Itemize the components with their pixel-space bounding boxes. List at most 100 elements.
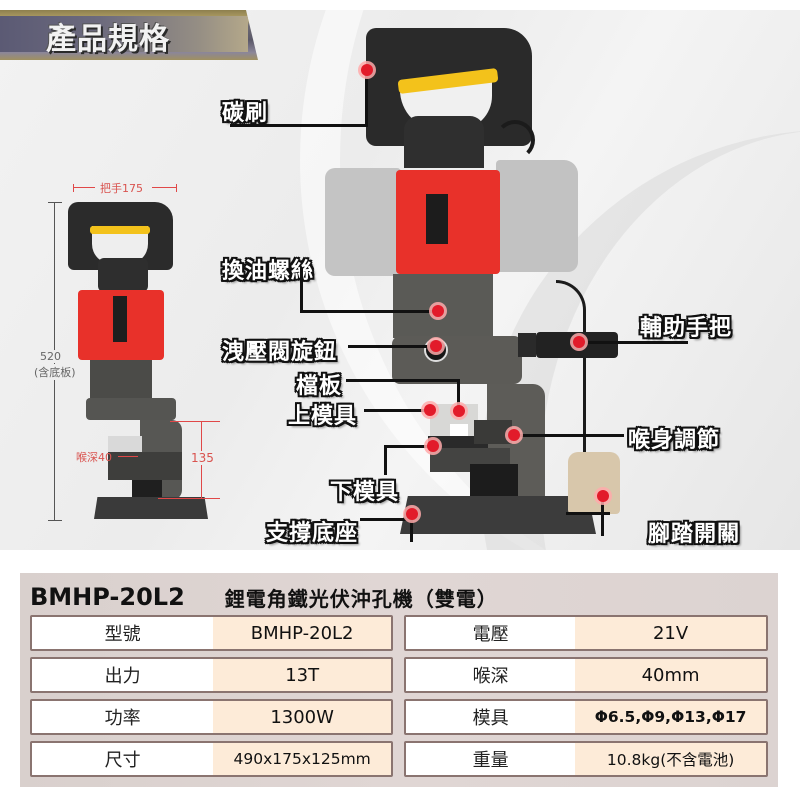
small-die-block [108,436,142,452]
callout-throat-adjust: 喉身調節 [628,428,721,453]
spec-product-name: 鋰電角鐵光伏沖孔機（雙電） [224,586,498,611]
callout-line [300,310,438,313]
callout-dot [432,305,444,317]
spec-value: 10.8kg(不含電池) [575,743,766,775]
callout-line [365,70,368,127]
height-note: (含底板) [34,364,76,380]
spec-row: 電壓 21V [404,615,768,651]
callout-support-base: 支撐底座 [266,521,359,546]
main-motor-label [426,194,448,244]
dimension-tick [158,498,220,499]
callout-upper-die: 上模具 [288,404,358,429]
spec-row: 尺寸 490x175x125mm [30,741,393,777]
spec-label: 模具 [406,701,576,733]
spec-row: 重量 10.8kg(不含電池) [404,741,768,777]
callout-relief-valve: 洩壓閥旋鈕 [222,340,338,365]
throat-depth-label: 喉深40 [76,451,112,464]
callout-dot [424,404,436,416]
callout-line [230,124,368,127]
spec-value: 490x175x125mm [213,743,391,775]
callout-line [360,518,406,521]
spec-heading: BMHP-20L2 鋰電角鐵光伏沖孔機（雙電） [30,580,498,614]
throat-adjust-block [474,420,512,444]
spec-label: 喉深 [406,659,576,691]
callout-line [601,496,604,536]
small-column [132,480,162,498]
handle-width-label: 把手175 [100,182,143,195]
battery-right [496,160,578,272]
foot-switch-cable [556,280,586,470]
callout-line [300,268,303,312]
dimension-tick [170,421,220,422]
main-motor-cap [404,116,484,168]
callout-line [384,445,387,475]
small-motor-label [113,296,127,342]
callout-dot [406,508,418,520]
callout-lower-die: 下模具 [330,480,400,505]
callout-oil-screw: 換油螺絲 [222,259,315,284]
title-banner [0,10,258,60]
spec-model: BMHP-20L2 [30,583,185,611]
small-motor-top [98,258,148,292]
throat-height-label: 135 [190,451,215,465]
callout-aux-handle: 輔助手把 [640,316,733,341]
spec-label: 功率 [32,701,214,733]
battery-left [325,168,401,276]
callout-dot [508,429,520,441]
callout-dot [361,64,373,76]
spec-value: 40mm [575,659,766,691]
spec-label: 型號 [32,617,214,649]
power-cable [495,120,535,160]
callout-line [348,345,436,348]
spec-row: 功率 1300W [30,699,393,735]
spec-value: 13T [213,659,391,691]
aux-handle-collar [518,333,536,357]
spec-label: 出力 [32,659,214,691]
lower-die [428,436,488,448]
spec-value: BMHP-20L2 [213,617,391,649]
spec-row: 喉深 40mm [404,657,768,693]
page-title: 產品規格 [46,22,170,57]
dimension-tick [176,184,177,192]
spec-label: 電壓 [406,617,576,649]
callout-carbon-brush: 碳刷 [222,101,269,126]
callout-dot [427,440,439,452]
dimension-tick [48,520,62,521]
callout-line [364,409,426,412]
spec-row: 模具 Φ6.5,Φ9,Φ13,Φ17 [404,699,768,735]
small-cylinder [90,360,152,398]
spec-row: 出力 13T [30,657,393,693]
small-handle-grip [90,226,150,234]
dimension-line [118,456,138,457]
foot-switch [568,452,620,514]
callout-dot [597,490,609,502]
main-motor-housing [396,170,500,274]
small-base-plate [94,497,208,519]
title-banner-inner [0,16,248,52]
dimension-line [73,187,95,188]
callout-line [346,379,460,382]
spec-label: 重量 [406,743,576,775]
callout-line [566,512,610,515]
spec-label: 尺寸 [32,743,214,775]
callout-dot [573,336,585,348]
callout-line [516,434,624,437]
main-cylinder [393,274,493,338]
spec-value: 1300W [213,701,391,733]
dimension-tick [73,184,74,192]
spec-value: 21V [575,617,766,649]
callout-baffle: 檔板 [296,374,343,399]
callout-dot [453,405,465,417]
spec-row: 型號 BMHP-20L2 [30,615,393,651]
callout-line [457,379,460,411]
callout-dot [430,340,442,352]
dimension-tick [48,202,62,203]
main-pump-body [392,336,522,384]
spec-value: Φ6.5,Φ9,Φ13,Φ17 [575,701,766,733]
height-label: 520 [40,350,61,363]
callout-foot-switch: 腳踏開關 [648,522,741,547]
callout-line [582,341,688,344]
main-base-plate [400,496,596,534]
dimension-line [152,187,176,188]
small-pump-body [86,398,176,420]
